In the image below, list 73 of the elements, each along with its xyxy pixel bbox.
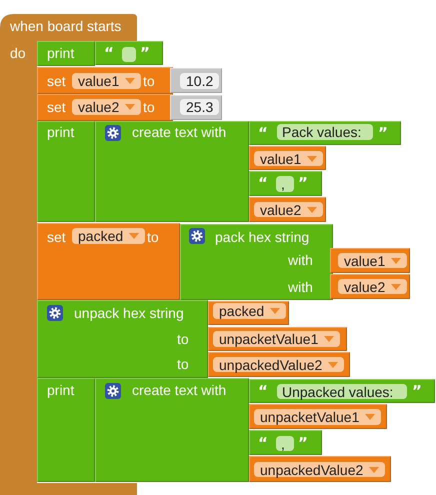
- block-label: with: [288, 251, 313, 269]
- print-block: [37, 41, 95, 66]
- number-block: [170, 95, 222, 120]
- quote-mark: “: [258, 174, 268, 192]
- variable-block: [330, 274, 410, 299]
- variable-dropdown: packed: [72, 228, 146, 244]
- variable-block: [249, 197, 326, 222]
- number-block: [170, 68, 222, 93]
- variable-block: [208, 352, 350, 377]
- quote-mark: ”: [378, 124, 388, 142]
- quote-mark: ”: [298, 434, 308, 452]
- variable-dropdown: value2: [338, 279, 408, 294]
- block-label: unpack hex string: [74, 304, 184, 322]
- block-label: set: [47, 72, 66, 90]
- text-field: Pack values:: [277, 124, 373, 140]
- text-block: [249, 121, 401, 145]
- quote-mark: “: [258, 434, 268, 452]
- block-label: set: [47, 98, 66, 116]
- variable-block: [249, 146, 326, 170]
- quote-mark: ”: [298, 174, 308, 192]
- block-label: to: [147, 228, 159, 246]
- text-field: ,: [276, 436, 294, 451]
- block-label: create text with: [132, 381, 226, 399]
- variable-dropdown: value2: [72, 99, 142, 115]
- variable-dropdown: value1: [338, 253, 408, 268]
- number-field: 10.2: [180, 73, 220, 89]
- variable-dropdown: unpacketValue1: [213, 331, 340, 347]
- variable-block: [208, 301, 289, 325]
- variable-dropdown: value2: [254, 202, 324, 217]
- print-block: [37, 378, 95, 482]
- block-label: to: [143, 72, 155, 90]
- print-block: [37, 121, 95, 222]
- quote-mark: ”: [140, 44, 150, 62]
- block-label: to: [143, 98, 155, 116]
- variable-dropdown: packed: [213, 303, 286, 319]
- quote-mark: “: [258, 382, 268, 400]
- variable-dropdown: unpacketValue1: [254, 409, 382, 425]
- variable-block: [249, 456, 391, 482]
- variable-block: [208, 327, 347, 351]
- variable-dropdown: value1: [254, 151, 324, 166]
- block-label: with: [288, 278, 313, 296]
- block-label: to: [177, 355, 189, 373]
- block-label: do: [10, 44, 26, 62]
- variable-dropdown: unpackedValue2: [254, 462, 386, 477]
- set-variable-block: [37, 94, 173, 121]
- text-block: [249, 430, 322, 455]
- text-block: [95, 41, 163, 65]
- block-label: when board starts: [10, 17, 122, 35]
- block-label: set: [47, 228, 66, 246]
- text-field: Unpacked values:: [277, 384, 407, 399]
- create-text-block: [95, 121, 249, 222]
- block-label: create text with: [132, 123, 226, 141]
- text-field: ,: [276, 176, 294, 192]
- create-text-block: [95, 378, 249, 482]
- block-label: print: [47, 381, 74, 399]
- set-variable-block: [37, 67, 173, 94]
- variable-dropdown: value1: [72, 73, 142, 89]
- quote-mark: “: [258, 124, 268, 142]
- variable-block: [330, 248, 410, 273]
- quote-mark: ”: [412, 382, 422, 400]
- number-field: 25.3: [180, 99, 220, 115]
- pack-hex-block: [180, 224, 333, 300]
- block-label: pack hex string: [215, 228, 310, 246]
- unpack-hex-block: [37, 300, 208, 378]
- set-variable-block: [37, 223, 180, 300]
- block-label: to: [177, 330, 189, 348]
- variable-dropdown: unpackedValue2: [213, 357, 344, 372]
- block-label: print: [47, 44, 74, 62]
- text-block: [249, 379, 435, 403]
- block-label: print: [47, 123, 74, 141]
- text-block: [249, 171, 322, 196]
- quote-mark: “: [104, 44, 114, 62]
- variable-block: [249, 404, 387, 429]
